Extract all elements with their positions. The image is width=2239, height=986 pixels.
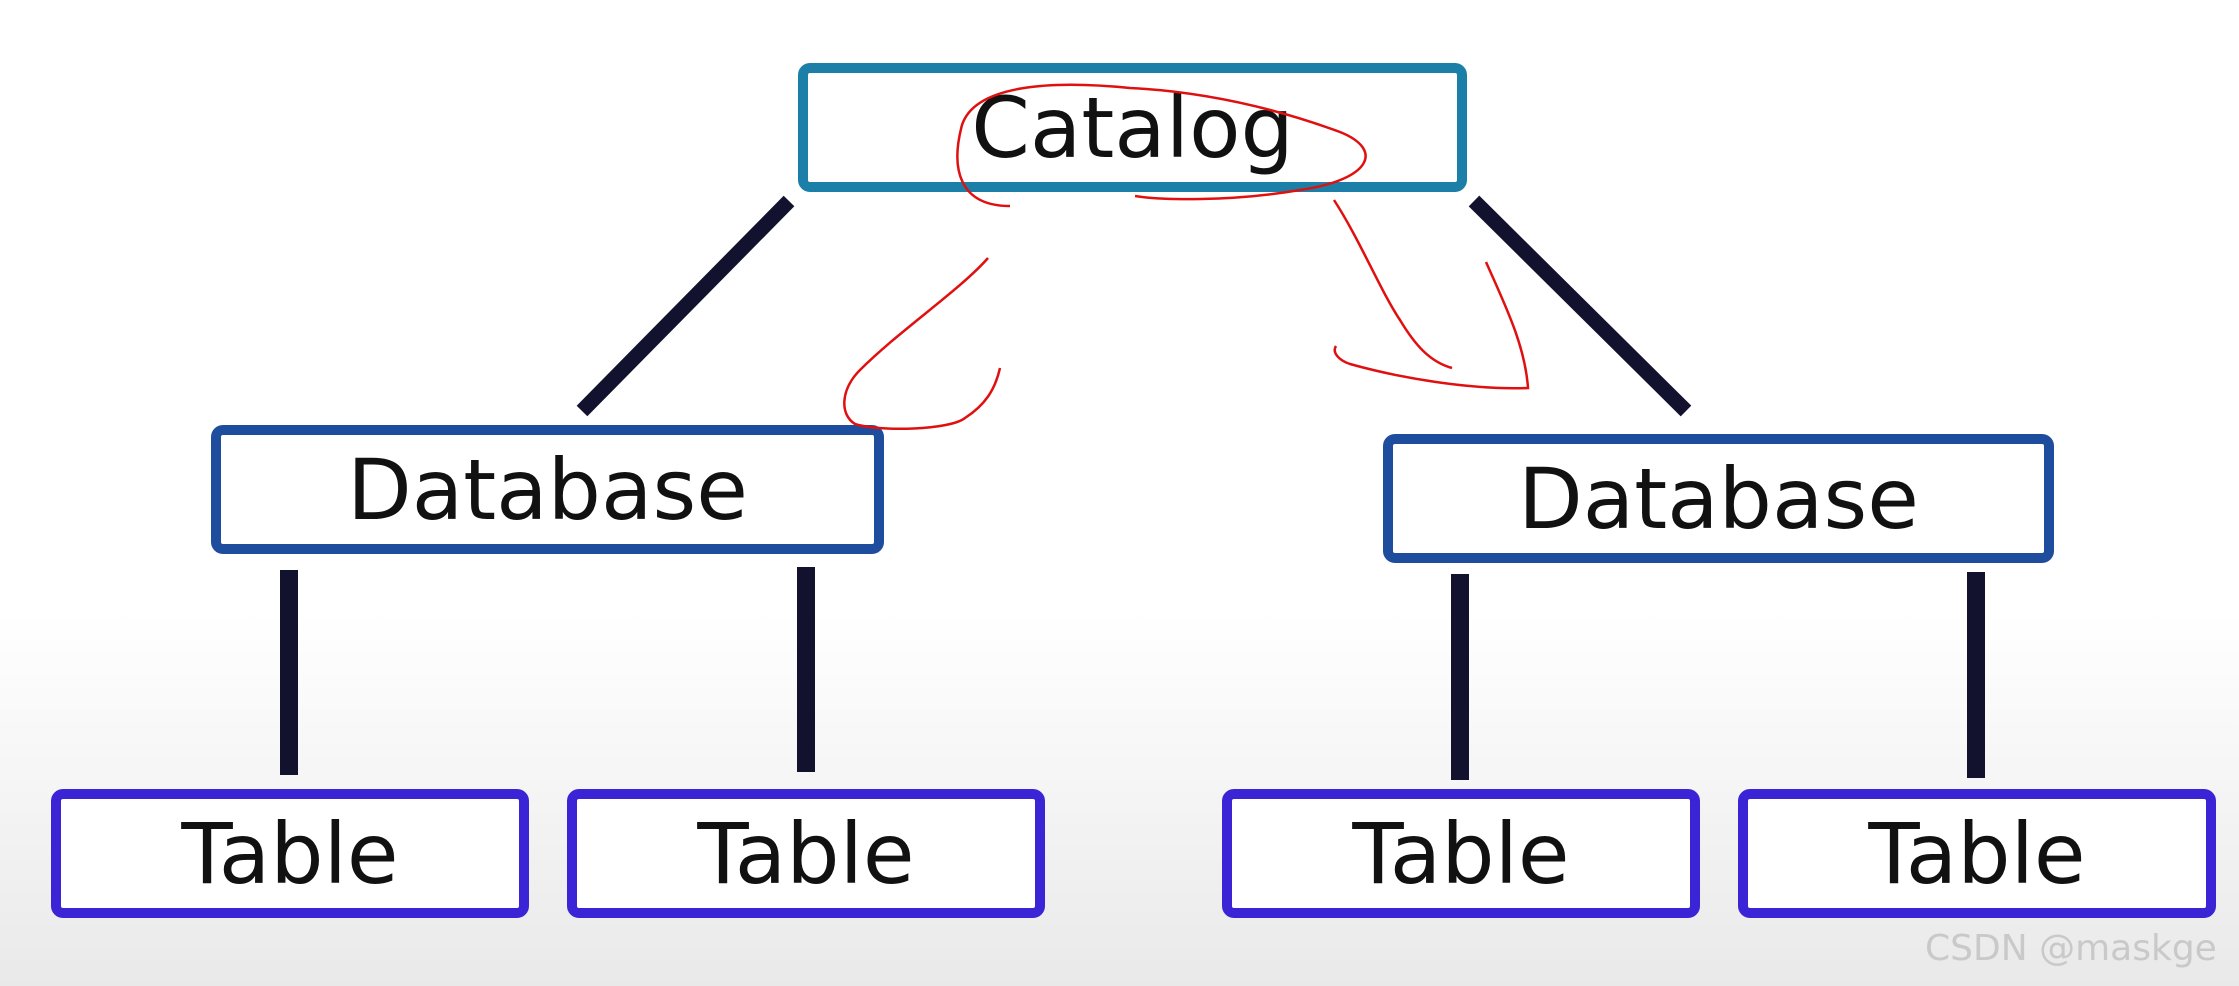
watermark-text: CSDN @maskge <box>1925 928 2217 969</box>
catalog-node: Catalog <box>798 63 1467 192</box>
table-node-4: Table <box>1738 789 2216 918</box>
table-node-3: Table <box>1222 789 1700 918</box>
catalog-label: Catalog <box>971 78 1294 177</box>
table-1-label: Table <box>181 804 399 903</box>
database-left-label: Database <box>347 440 748 539</box>
table-node-2: Table <box>567 789 1045 918</box>
table-2-label: Table <box>697 804 915 903</box>
database-right-label: Database <box>1518 449 1919 548</box>
connector-catalog-to-database-right <box>1468 195 1692 417</box>
table-3-label: Table <box>1352 804 1570 903</box>
database-node-left: Database <box>211 425 884 554</box>
connector-catalog-to-database-left <box>576 195 795 417</box>
table-4-label: Table <box>1868 804 2086 903</box>
database-node-right: Database <box>1383 434 2054 563</box>
table-node-1: Table <box>51 789 529 918</box>
